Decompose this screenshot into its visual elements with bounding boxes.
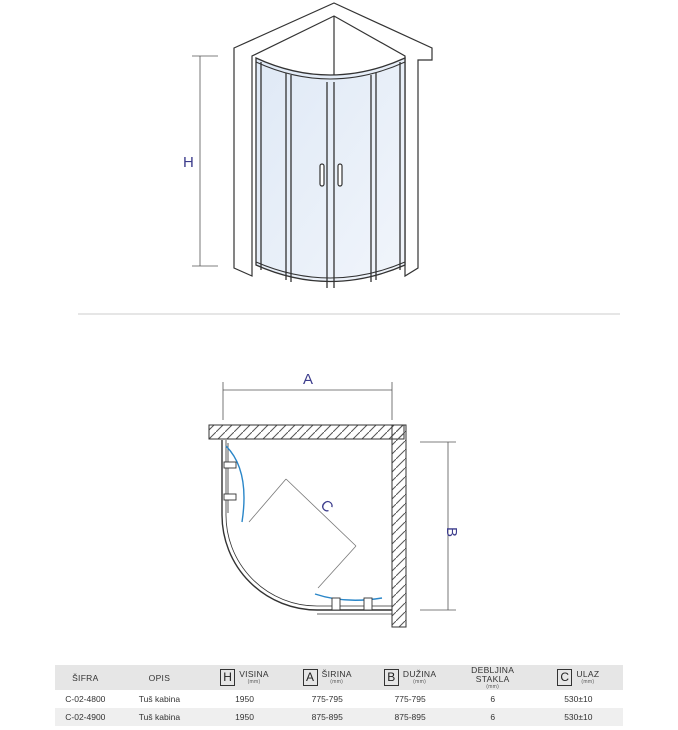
door-rollers: [223, 461, 373, 611]
shower-enclosure: [255, 56, 406, 288]
header-width-unit: (mm): [330, 678, 344, 685]
header-entry-unit: (mm): [581, 678, 595, 685]
header-length: B DUŽINA (mm): [368, 665, 452, 691]
entry-letter-box: C: [557, 669, 573, 687]
cell-height: 1950: [203, 708, 286, 727]
cell-description: Tuš kabina: [115, 708, 204, 727]
plan-walls: [208, 424, 407, 628]
height-dimension: [192, 55, 218, 267]
header-width-name: ŠIRINA: [321, 669, 352, 680]
entry-label: C: [317, 497, 337, 517]
header-glass-unit: (mm): [486, 683, 500, 690]
header-height-name: VISINA: [239, 669, 269, 680]
depth-dimension: [420, 441, 456, 611]
cell-entry: 530±10: [533, 708, 623, 727]
header-description: OPIS: [115, 665, 204, 691]
header-height: H VISINA (mm): [203, 665, 286, 691]
cell-entry: 530±10: [564, 694, 593, 705]
cell-length: 775-795: [394, 694, 426, 705]
cell-glass: 6: [490, 694, 496, 705]
table-row: C-02-4800 Tuš kabina 1950 775-795 775-79…: [55, 690, 623, 708]
height-label: H: [183, 154, 194, 171]
front-view: H: [183, 2, 433, 288]
width-label: A: [303, 371, 313, 388]
entry-dimension: [248, 478, 357, 589]
cell-glass: 6: [451, 708, 534, 727]
width-letter-box: A: [302, 669, 318, 687]
header-entry: C ULAZ (mm): [533, 665, 623, 691]
header-width: A ŠIRINA (mm): [285, 665, 369, 691]
table-header-row: ŠIFRA OPIS H VISINA (mm) A ŠIRINA (mm): [55, 665, 623, 691]
header-entry-name: ULAZ: [576, 669, 600, 680]
depth-label: B: [443, 527, 460, 537]
sliding-doors: [225, 445, 383, 601]
technical-drawing: H A B: [78, 2, 620, 628]
cell-length: 875-895: [368, 708, 452, 727]
header-height-unit: (mm): [247, 678, 261, 685]
cell-description: Tuš kabina: [138, 694, 181, 705]
door-handles: [319, 163, 343, 187]
header-length-name: DUŽINA: [402, 669, 437, 680]
length-letter-box: B: [383, 669, 399, 687]
header-length-unit: (mm): [413, 678, 427, 685]
cell-width: 775-795: [311, 694, 343, 705]
cell-height: 1950: [235, 694, 254, 705]
cell-code: C-02-4800: [65, 694, 106, 705]
header-glass: DEBLJINA STAKLA (mm): [451, 665, 534, 691]
table-row: C-02-4900 Tuš kabina 1950 875-895 875-89…: [55, 708, 623, 727]
width-dimension: [222, 382, 393, 420]
cell-code: C-02-4900: [55, 708, 116, 727]
plan-view: A B: [208, 371, 460, 628]
spec-table: ŠIFRA OPIS H VISINA (mm) A ŠIRINA (mm): [55, 665, 623, 727]
enclosure-plan: [221, 440, 392, 615]
header-glass-name: DEBLJINA STAKLA: [471, 665, 515, 685]
cell-width: 875-895: [285, 708, 369, 727]
height-letter-box: H: [220, 669, 236, 687]
header-code: ŠIFRA: [55, 665, 116, 691]
